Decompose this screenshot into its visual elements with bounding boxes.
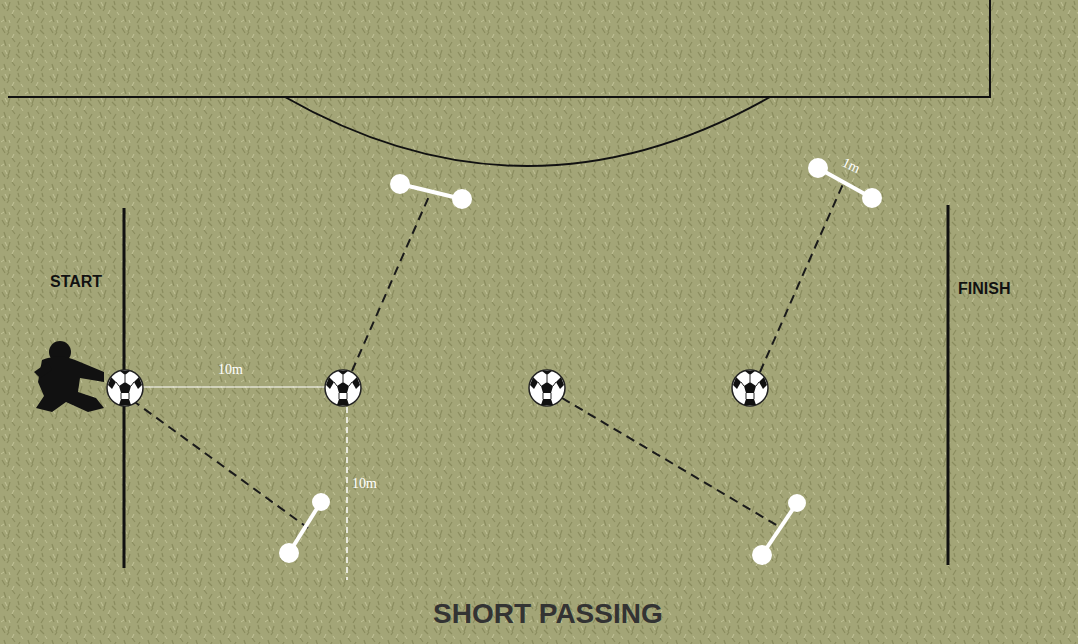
finish-line (947, 205, 950, 565)
player-silhouette (34, 341, 104, 412)
start-label: START (50, 273, 102, 291)
pass-paths (132, 184, 843, 528)
dimension-label: 10m (218, 362, 243, 378)
finish-label: FINISH (958, 280, 1010, 298)
ball (107, 370, 143, 406)
diagram-title: SHORT PASSING (433, 598, 663, 630)
ball (732, 370, 768, 406)
ball (529, 370, 565, 406)
penalty-arc (285, 97, 770, 166)
penalty-area-line (8, 0, 990, 97)
dimension-label: 10m (352, 476, 377, 492)
ball (325, 370, 361, 406)
distance-line (143, 386, 325, 387)
distance-line (346, 407, 348, 580)
cone-gates (281, 160, 880, 563)
